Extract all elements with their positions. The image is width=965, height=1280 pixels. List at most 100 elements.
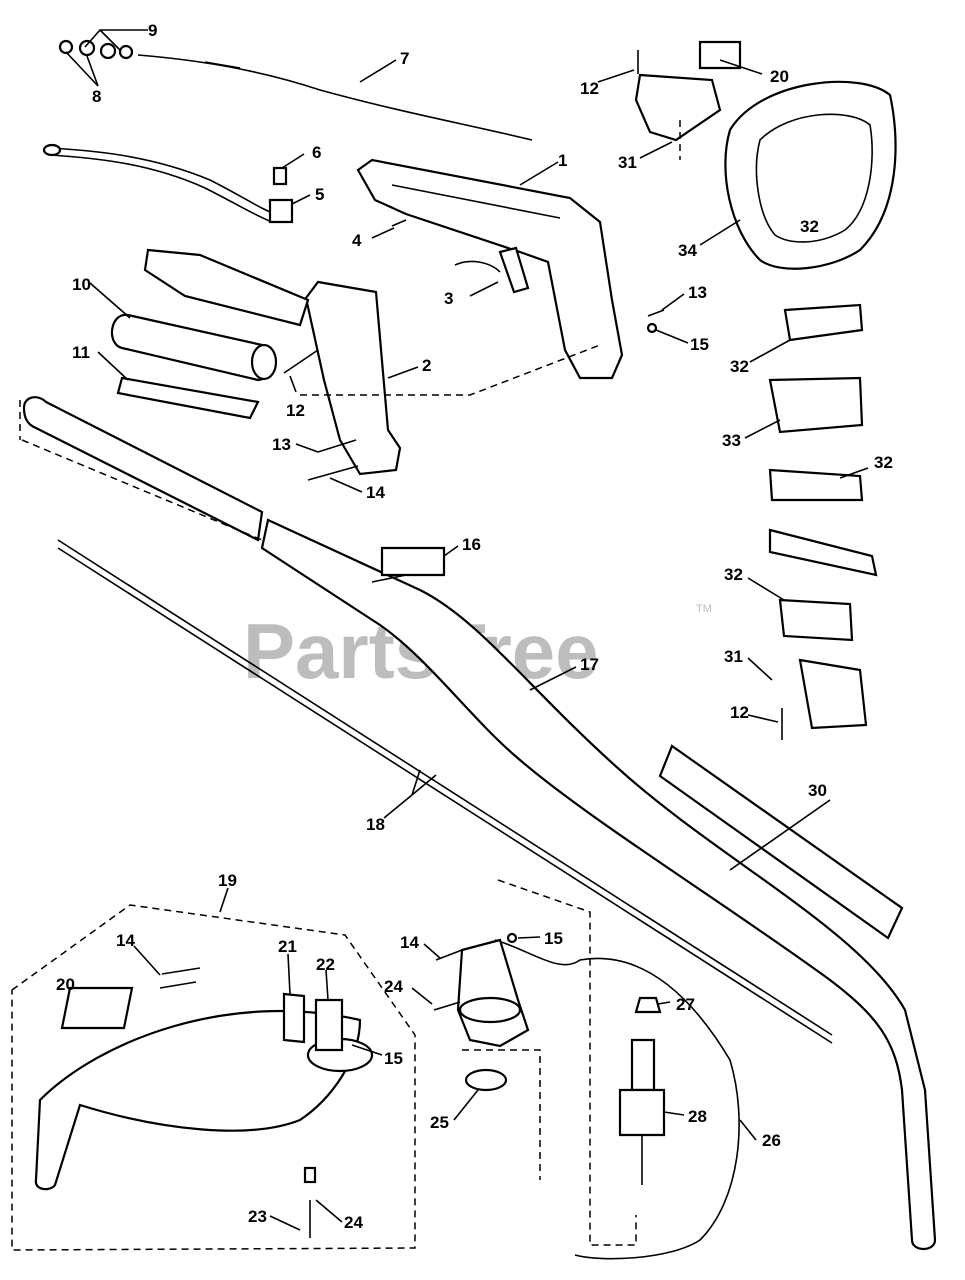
drive-shaft-housing [260,518,937,1251]
callout-10: 10 [72,275,91,294]
screw-12 [283,349,319,374]
callout-22: 22 [316,955,335,974]
loop-handle-inner [755,113,873,243]
callout-6: 6 [312,143,321,162]
cap [272,166,288,186]
callout-27: 27 [676,995,695,1014]
callout-9: 9 [148,21,157,40]
arbor-28 [618,1088,666,1137]
screw-14-gear [435,949,463,961]
spacer-23 [303,1166,317,1184]
outer-tube-upper [22,396,264,542]
callout-7: 7 [400,49,409,68]
flex-shaft-edge [57,547,833,1044]
cable-eyelet [42,143,62,157]
screw-14-guard [161,967,201,975]
callout-32-top: 32 [800,217,819,236]
handle-part [356,158,624,380]
callout-12-top: 12 [580,79,599,98]
screw-14 [307,465,359,481]
callout-31-low: 31 [724,647,743,666]
callout-14-gear: 14 [400,933,419,952]
arbor-shaft [630,1038,656,1092]
gearhead-dash [497,879,637,1246]
callout-13-housing: 13 [272,435,291,454]
clamp-32c [778,598,854,642]
screw-4 [391,219,407,227]
callout-34: 34 [678,241,697,260]
callout-20-top: 20 [770,67,789,86]
gearhead-body [456,938,530,1048]
callout-32-low: 32 [724,565,743,584]
throttle-cable [137,54,533,141]
handle-rod [768,528,878,577]
bracket-21 [282,992,306,1044]
callout-15-handle: 15 [690,335,709,354]
guard [34,1009,362,1191]
callout-21: 21 [278,937,297,956]
callout-33: 33 [722,431,741,450]
callout-15-gear: 15 [544,929,563,948]
decal-20-guard [60,986,134,1030]
decal-20-top [698,40,742,70]
decal-30 [658,744,904,940]
clamp-33 [768,376,864,434]
clamp-lower [798,658,868,730]
trigger-lever [498,246,530,294]
callout-8: 8 [92,87,101,106]
screw-13 [317,439,357,453]
spindle-washer-25 [464,1068,508,1092]
washer-set [58,39,134,60]
callout-14-housing: 14 [366,483,385,502]
bracket-upper [634,73,722,142]
callout-32-right: 32 [874,453,893,472]
callout-2: 2 [422,356,431,375]
gearhead-flange [458,996,522,1024]
callout-26: 26 [762,1131,781,1150]
callout-15-guard: 15 [384,1049,403,1068]
handle-edge [391,184,561,219]
plate-22 [314,998,344,1052]
stop-cable-sheath [49,154,273,223]
callout-24-guard: 23 [248,1207,267,1226]
screw-24-gear [433,1001,461,1011]
cap-27 [634,996,662,1014]
nut [268,198,294,224]
tube-dash-lower [21,439,263,541]
callout-1: 1 [558,151,567,170]
callout-11: 11 [72,343,90,362]
guard-assembly-outline [11,904,416,1251]
callout-20-guard: 20 [56,975,75,994]
cable-ferrule [204,61,241,69]
callout-31-top: 31 [618,153,637,172]
washer-15-gear [506,932,518,944]
trigger [454,260,501,273]
watermark-trademark: TM [696,603,712,615]
callout-17: 17 [580,655,599,674]
callout-23: 24 [344,1213,363,1232]
decal-16 [380,546,446,577]
screw-14-guard-b [159,981,197,989]
washer-15 [646,322,658,334]
decal-11 [116,376,260,420]
gearhead-outline [494,939,740,1260]
stop-cable [47,147,279,216]
callout-3: 3 [444,289,453,308]
callout-16: 16 [462,535,481,554]
callout-labels: 9 8 7 1 6 5 4 3 2 10 11 12 13 14 13 15 1… [56,21,893,1232]
callout-13-handle: 13 [688,283,707,302]
grip-end [250,343,278,381]
callout-32-mid: 32 [730,357,749,376]
callout-5: 5 [315,185,324,204]
housing-part [304,280,402,476]
flex-shaft [57,539,833,1036]
callout-28: 28 [688,1107,707,1126]
callout-30: 30 [808,781,827,800]
callout-18: 18 [366,815,385,834]
spindle-dash [462,1049,541,1180]
callout-19: 19 [218,871,237,890]
clamp-32b [768,468,864,502]
handle-to-tube-dash [300,344,601,396]
